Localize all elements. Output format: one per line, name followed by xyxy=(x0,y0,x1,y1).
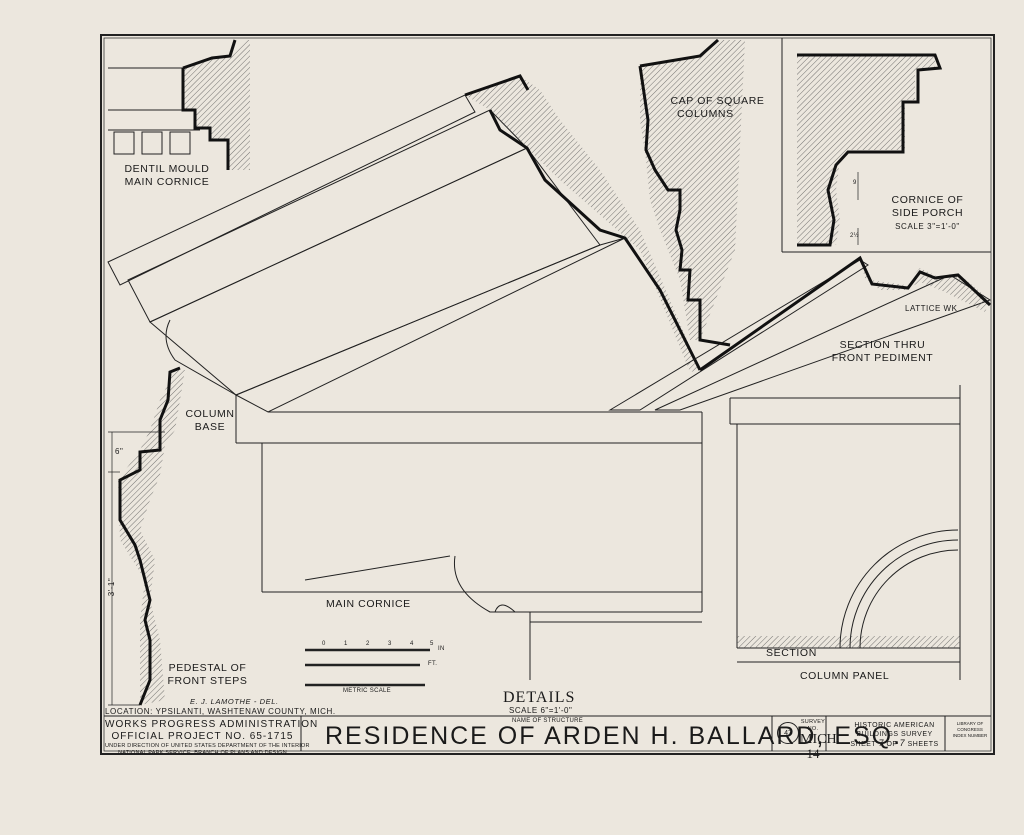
cap-label-line2: COLUMNS xyxy=(677,108,734,120)
column-panel-label: COLUMN PANEL xyxy=(800,670,890,682)
location: LOCATION: YPSILANTI, WASHTENAW COUNTY, M… xyxy=(105,707,336,716)
survey-state: MICH. xyxy=(800,732,841,747)
scale-tick: 2 xyxy=(366,641,370,647)
cap-columns-label: CAP OF SQUARE COLUMNS xyxy=(665,95,770,121)
seal-icon: 47 xyxy=(777,722,799,744)
pediment-line2: FRONT PEDIMENT xyxy=(831,352,934,364)
pedestal-label: PEDESTAL OF FRONT STEPS xyxy=(160,662,255,688)
survey-block: SURVEY NO. MICH. 14 xyxy=(800,719,841,761)
habs-block: HISTORIC AMERICAN BUILDINGS SURVEY SHEET… xyxy=(847,721,942,749)
wpa-line1: WORKS PROGRESS ADMINISTRATION xyxy=(105,719,319,730)
scale-tick: 5 xyxy=(430,641,434,647)
sheet-border xyxy=(100,34,995,755)
lattice-label: LATTICE WK xyxy=(905,304,958,313)
column-base-line2: BASE xyxy=(194,421,226,433)
section-label: SECTION xyxy=(766,647,817,659)
survey-number: 14 xyxy=(806,746,820,761)
pedestal-line1: PEDESTAL OF xyxy=(168,662,247,674)
dim-pedestal: 3'-1" xyxy=(107,577,117,597)
sheet-total: 7 xyxy=(899,738,906,748)
name-caption: NAME OF STRUCTURE xyxy=(512,718,584,724)
scale-in-label: IN xyxy=(438,646,445,652)
library-block: LIBRARY OF CONGRESS INDEX NUMBER xyxy=(950,721,990,739)
side-porch-label: CORNICE OF SIDE PORCH SCALE 3"=1'-0" xyxy=(880,194,975,233)
pediment-label: SECTION THRU FRONT PEDIMENT xyxy=(820,339,945,365)
dentil-label-line1: DENTIL MOULD xyxy=(124,163,210,175)
column-base-label: COLUMN BASE xyxy=(180,408,240,434)
cap-label-line1: CAP OF SQUARE xyxy=(670,95,765,107)
dentil-mould-detail xyxy=(108,39,250,170)
dentil-label-line2: MAIN CORNICE xyxy=(124,176,210,188)
sheet-count: SHEET 7 OF 7 SHEETS xyxy=(847,739,942,749)
sheet-number: 7 xyxy=(878,738,885,748)
sheet-word: SHEET xyxy=(850,741,877,748)
scale-tick: 3 xyxy=(388,641,392,647)
wpa-block: WORKS PROGRESS ADMINISTRATION OFFICIAL P… xyxy=(105,719,319,757)
column-base-pedestal-detail xyxy=(108,366,185,706)
side-porch-line2: SIDE PORCH xyxy=(891,207,964,219)
front-pediment-section xyxy=(608,255,992,411)
survey-caption: SURVEY NO. xyxy=(800,719,826,732)
cap-of-square-columns-detail xyxy=(638,38,745,347)
dentil-mould-label: DENTIL MOULD MAIN CORNICE xyxy=(112,163,222,189)
column-base-line1: COLUMN xyxy=(185,408,235,420)
side-porch-line1: CORNICE OF xyxy=(891,194,964,206)
main-cornice-section xyxy=(107,74,703,680)
side-porch-scale: SCALE 3"=1'-0" xyxy=(895,222,960,231)
dim-base: 6" xyxy=(115,447,124,456)
scale-tick: 1 xyxy=(344,641,348,647)
side-porch-cornice-detail xyxy=(781,38,991,253)
column-panel-detail xyxy=(729,385,961,680)
main-cornice-label: MAIN CORNICE xyxy=(326,598,411,610)
details-scale: SCALE 6"=1'-0" xyxy=(509,706,573,715)
metric-scale-label: METRIC SCALE xyxy=(343,688,391,694)
sheets-word: SHEETS xyxy=(907,741,939,748)
scale-tick: 0 xyxy=(322,641,326,647)
wpa-line2: OFFICIAL PROJECT NO. 65-1715 xyxy=(111,731,294,742)
library-line2: INDEX NUMBER xyxy=(952,733,988,738)
of-word: OF xyxy=(886,741,898,748)
pedestal-line2: FRONT STEPS xyxy=(167,675,248,687)
scale-tick: 4 xyxy=(410,641,414,647)
graphic-scale xyxy=(305,648,430,687)
dim-porch-a: 9 xyxy=(853,180,857,186)
dim-porch-b: 2½ xyxy=(850,233,859,239)
habs-line2: BUILDINGS SURVEY xyxy=(856,731,933,738)
structure-name: RESIDENCE OF ARDEN H. BALLARD, ESQ. xyxy=(325,722,903,750)
library-line1: LIBRARY OF CONGRESS xyxy=(956,721,984,732)
details-title: DETAILS xyxy=(503,689,576,706)
wpa-line3: UNDER DIRECTION OF UNITED STATES DEPARTM… xyxy=(105,743,310,749)
delineator: E. J. LAMOTHE - DEL. xyxy=(190,697,279,706)
pediment-line1: SECTION THRU xyxy=(839,339,926,351)
wpa-line4: NATIONAL PARK SERVICE, BRANCH OF PLANS A… xyxy=(118,750,287,756)
habs-line1: HISTORIC AMERICAN xyxy=(854,722,935,729)
scale-ft-label: FT. xyxy=(428,661,438,667)
